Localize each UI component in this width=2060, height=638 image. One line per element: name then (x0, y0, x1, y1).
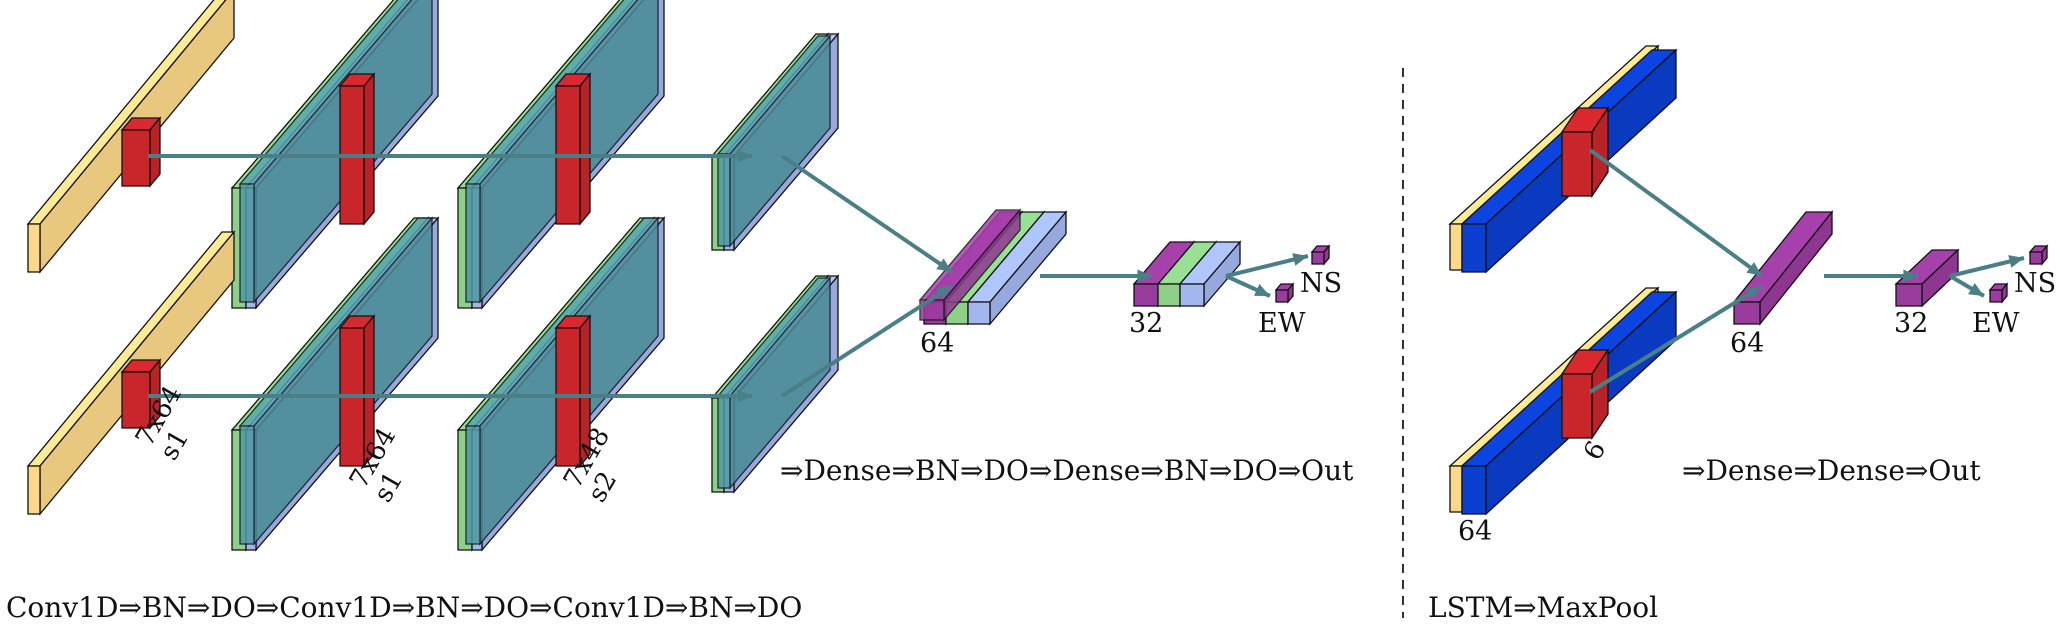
dense-1-units-label: 64 (920, 328, 954, 359)
dense-2-purple-front (1133, 283, 1159, 307)
diagram-shapes (26, 0, 2049, 552)
dense-2-bn-front (1157, 283, 1181, 307)
right-output-ew-node (1988, 282, 2009, 304)
conv-3-row1-front (717, 153, 731, 247)
conv-3-row2-front (717, 395, 731, 489)
lstm-input-row1-front (1449, 223, 1463, 271)
arrow-block3-row2-to-dense1-head (936, 286, 952, 300)
output-ew-label: EW (1258, 308, 1306, 339)
arrow-block3-row1-to-dense1-head (936, 258, 952, 272)
input-kernel-row1-side (149, 116, 161, 188)
arrow-maxpool-row1-to-dense1 (1588, 148, 1764, 278)
dense-1-dropout (966, 210, 1068, 326)
arrow-kernel-row1-head (737, 149, 752, 163)
arrow-dense2-to-ew-head (1254, 284, 1270, 296)
input-block-row2-front (27, 465, 41, 515)
arrow-kernel-row2-head (737, 389, 752, 403)
arrow-block3-row2-to-dense1 (780, 284, 954, 398)
conv-kernel-1-row2 (338, 314, 376, 468)
right-output-ew-node-front (1989, 289, 2003, 303)
arrow-right-dense1-to-dense2-head (1903, 269, 1918, 283)
right-dense-1-units-label: 64 (1730, 328, 1764, 359)
right-output-ns-node (2028, 244, 2049, 266)
right-dense-2-units-label: 32 (1894, 308, 1928, 339)
conv-kernel-2-row1-side (579, 72, 591, 226)
conv-kernel-1-row1-side (363, 72, 375, 226)
conv-1-row2-front (239, 425, 255, 545)
lstm-units-label: 64 (1458, 516, 1492, 547)
right-output-ns-node-front (2029, 251, 2043, 265)
lstm-input-row2-front (1449, 465, 1463, 513)
output-ns-node-front (1311, 251, 1325, 265)
arrow-dense2-to-ns-head (1292, 253, 1308, 266)
conv-3-row2 (716, 276, 832, 490)
maxpool-kernel-row2-front (1561, 373, 1593, 439)
diagram-arrows (148, 148, 2025, 403)
output-ew-node-front (1275, 289, 1289, 303)
conv-3-row1-side (729, 34, 831, 248)
right-dense-2-front (1895, 283, 1923, 307)
arrow-maxpool-row1-to-dense1-head (1746, 262, 1762, 276)
conv-3-row1 (716, 34, 832, 248)
input-block-row2-top (26, 231, 236, 467)
arrow-right-dense2-to-ns-head (2008, 255, 2024, 268)
conv-1-row1-front (239, 183, 255, 303)
output-ew-node (1274, 282, 1295, 304)
input-kernel-row1-front (121, 129, 151, 187)
input-kernel-row1 (120, 116, 162, 188)
conv-2-row2-front (465, 425, 481, 545)
input-block-row1-front (27, 223, 41, 273)
right-dense-1 (1732, 210, 1834, 326)
lstm-pipeline-caption: LSTM⇒MaxPool (1428, 591, 1658, 624)
output-ns-node (1310, 244, 1331, 266)
arrow-block3-row1-to-dense1 (780, 154, 954, 274)
dense-2-dropout-front (1179, 283, 1205, 307)
right-output-ew-label: EW (1972, 308, 2020, 339)
arrow-dense1-to-dense2-head (1137, 269, 1152, 283)
dense-2-units-label: 32 (1129, 308, 1163, 339)
dense-1-purple-b (918, 208, 1022, 322)
input-kernel-row2-front (121, 371, 151, 429)
arrow-maxpool-row2-to-dense1-head (1746, 286, 1762, 300)
maxpool-kernel-row2 (1560, 347, 1610, 441)
arrow-right-dense2-to-ew-head (1968, 282, 1984, 296)
maxpool-kernel-row1-front (1561, 131, 1593, 197)
conv-2-row1-front (465, 183, 481, 303)
right-dense-pipeline-caption: ⇒Dense⇒Dense⇒Out (1682, 454, 1981, 487)
arrow-maxpool-row2-to-dense1 (1588, 284, 1764, 394)
output-ns-label: NS (1300, 268, 1342, 299)
dense-pipeline-caption: ⇒Dense⇒BN⇒DO⇒Dense⇒BN⇒DO⇒Out (780, 454, 1354, 487)
dense-1-dropout-front (967, 301, 991, 325)
lstm-block-row2-front (1461, 465, 1487, 515)
conv-kernel-1-row1 (338, 72, 376, 226)
lstm-block-row1-front (1461, 223, 1487, 273)
right-output-ns-label: NS (2014, 268, 2056, 299)
conv-kernel-2-row1 (554, 72, 592, 226)
dense-2-dropout (1178, 240, 1242, 308)
pool-label: 6 (1578, 436, 1612, 465)
conv-pipeline-caption: Conv1D⇒BN⇒DO⇒Conv1D⇒BN⇒DO⇒Conv1D⇒BN⇒DO (6, 591, 802, 624)
maxpool-kernel-row1 (1560, 105, 1610, 199)
right-dense-1-front (1733, 301, 1761, 325)
